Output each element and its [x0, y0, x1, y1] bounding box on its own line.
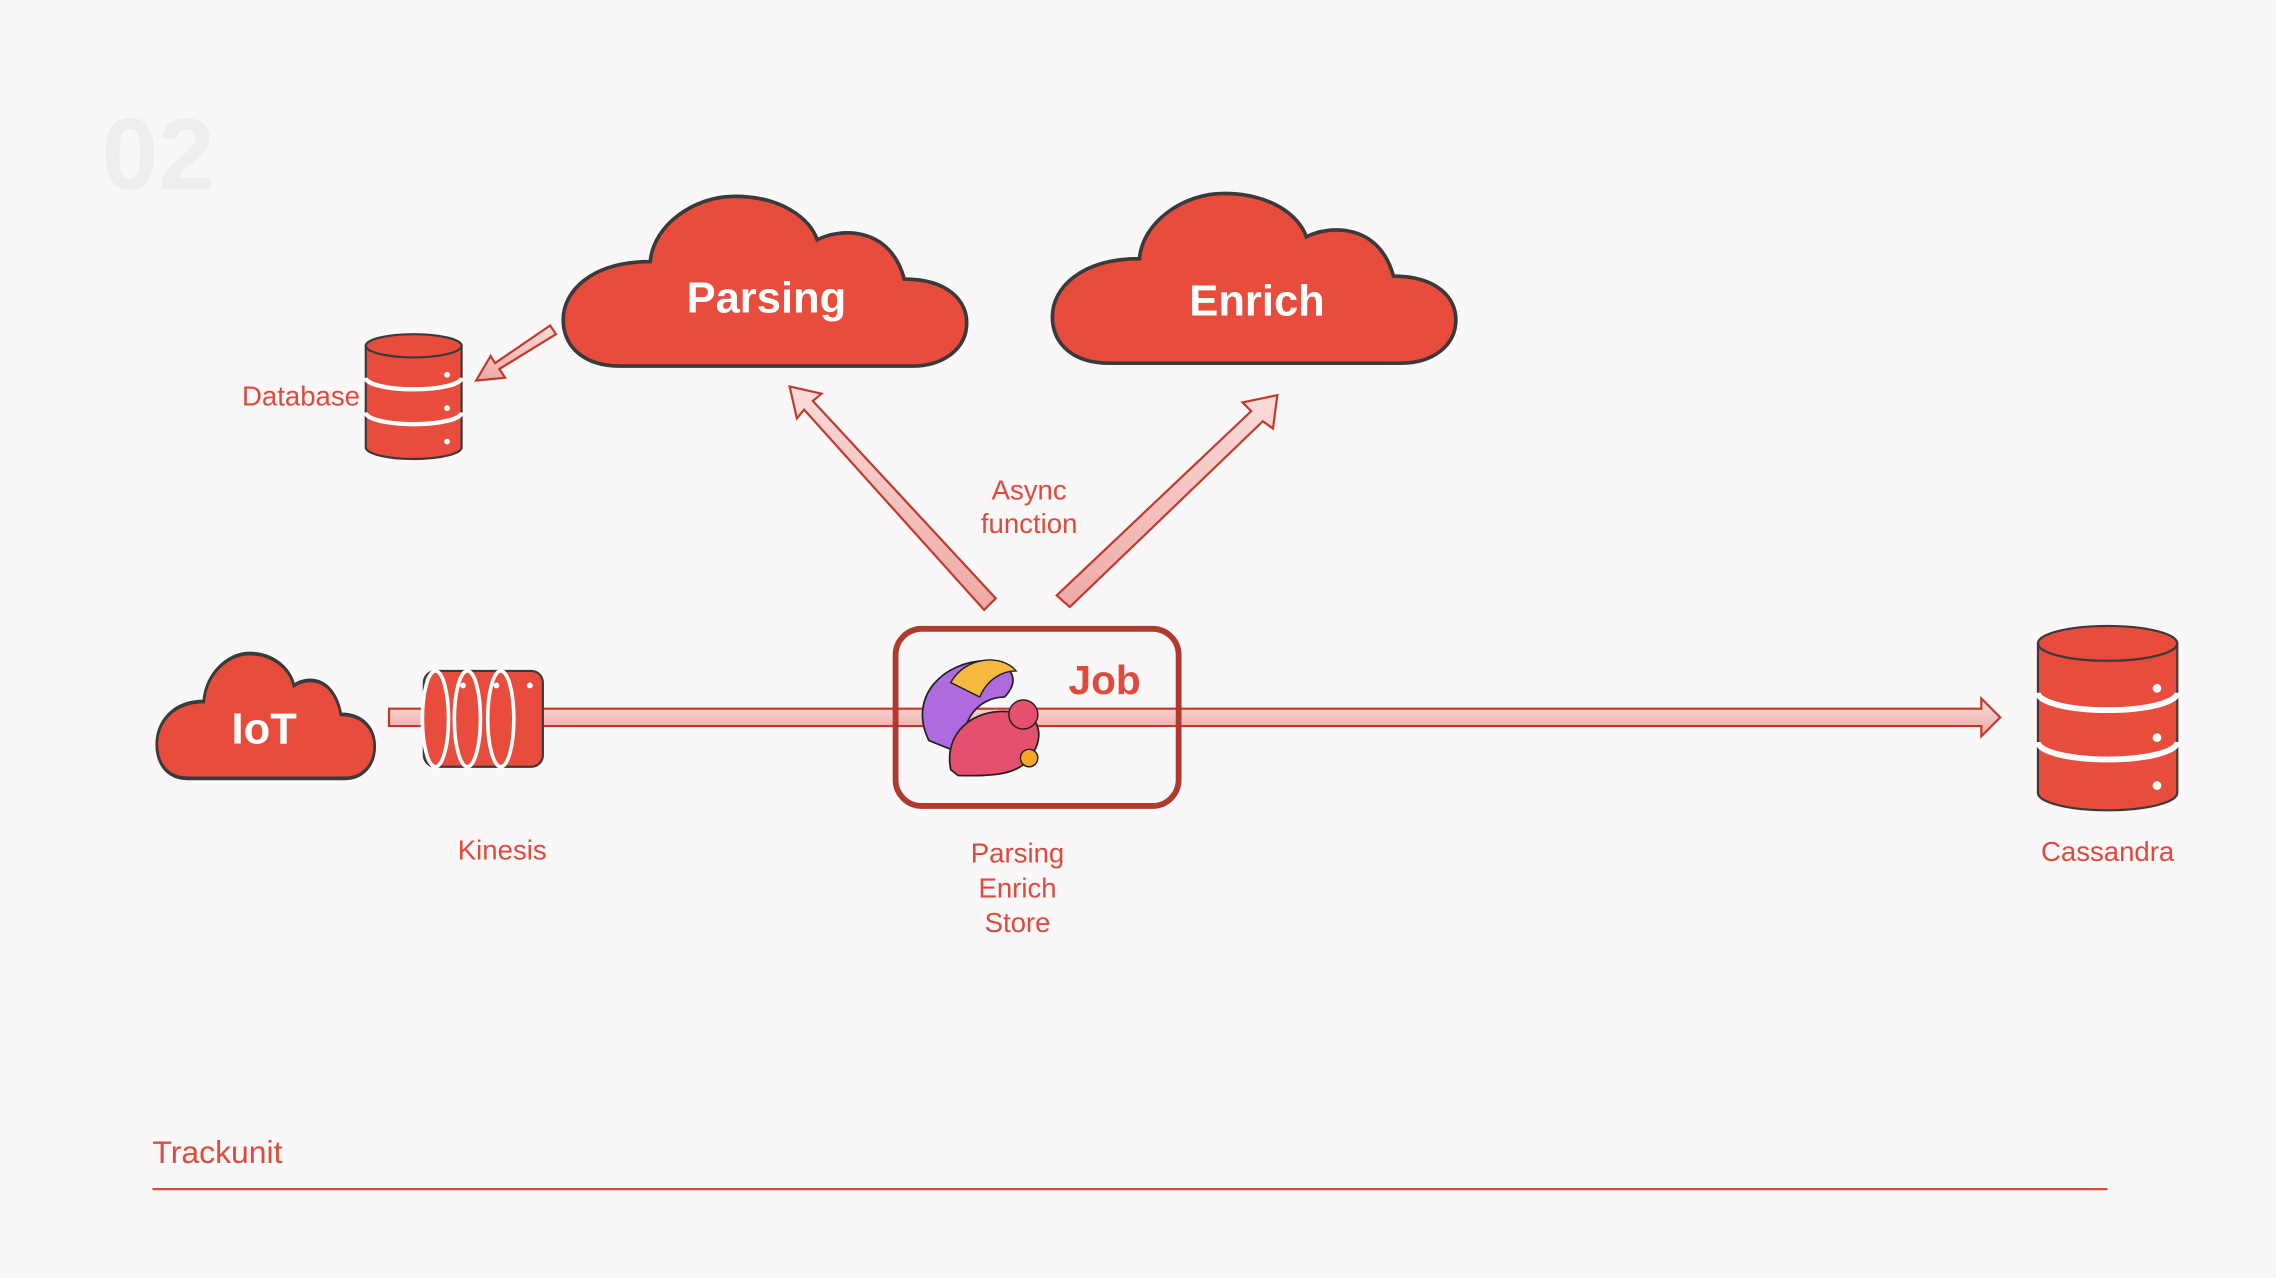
cassandra-database-icon: [2035, 624, 2181, 812]
async-label-line2: function: [981, 508, 1078, 539]
async-label-line1: Async: [992, 475, 1067, 506]
arrow-to-enrich: [1055, 393, 1279, 609]
trackunit-logo: Trackunit: [152, 1134, 282, 1170]
parsing-cloud: Parsing: [561, 194, 969, 368]
kinesis-icon: [420, 669, 544, 769]
iot-cloud: IoT: [154, 651, 377, 781]
job-step-store: Store: [985, 907, 1051, 938]
arrow-to-parsing: [788, 384, 998, 612]
slide-number: 02: [102, 97, 215, 211]
arrow-to-database: [474, 323, 558, 382]
enrich-label: Enrich: [1189, 277, 1324, 325]
enrich-cloud: Enrich: [1050, 191, 1458, 366]
kinesis-label: Kinesis: [458, 835, 547, 866]
data-flow-arrow: [387, 695, 2002, 739]
job-step-parsing: Parsing: [971, 838, 1064, 869]
job-label: Job: [1068, 657, 1140, 703]
job-box: Job: [892, 625, 1182, 809]
database-label: Database: [242, 380, 360, 411]
iot-label: IoT: [232, 706, 298, 754]
cassandra-label: Cassandra: [2041, 836, 2175, 867]
database-icon: [363, 333, 464, 461]
job-step-enrich: Enrich: [978, 872, 1056, 903]
flink-squirrel-icon: [921, 659, 1040, 777]
parsing-label: Parsing: [687, 274, 847, 322]
